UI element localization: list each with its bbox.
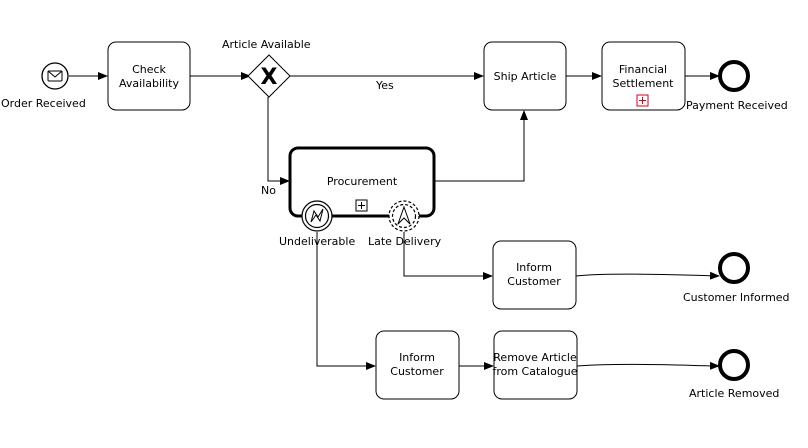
end-event-article-removed[interactable]: Article Removed bbox=[689, 349, 779, 400]
task-remove-article[interactable]: Remove Article from Catalogue bbox=[492, 330, 578, 400]
flow-remove-to-end[interactable] bbox=[576, 361, 720, 370]
sequence-flows bbox=[69, 72, 720, 370]
flow-label-yes: Yes bbox=[375, 79, 394, 92]
remove-label-2: from Catalogue bbox=[492, 365, 577, 378]
subprocess-procurement[interactable]: Procurement bbox=[288, 146, 436, 218]
task-check-label-2: Availability bbox=[119, 77, 179, 90]
late-delivery-label: Late Delivery bbox=[368, 235, 442, 248]
boundary-event-undeliverable[interactable]: Undeliverable bbox=[279, 200, 355, 248]
envelope-icon bbox=[47, 70, 63, 82]
task-inform-customer-undeliverable[interactable]: Inform Customer bbox=[375, 330, 460, 400]
task-inform-customer-late[interactable]: Inform Customer bbox=[492, 240, 577, 310]
flow-procurement-to-ship[interactable] bbox=[434, 110, 528, 182]
escalation-icon bbox=[397, 205, 411, 225]
procurement-label: Procurement bbox=[327, 175, 398, 188]
task-check-label-1: Check bbox=[132, 63, 166, 76]
gateway-article-available[interactable]: X Article Available bbox=[222, 38, 311, 98]
undeliverable-label: Undeliverable bbox=[279, 235, 355, 248]
task-financial-label-2: Settlement bbox=[613, 77, 675, 90]
end-customer-label: Customer Informed bbox=[683, 291, 790, 304]
start-event-order-received[interactable]: Order Received bbox=[1, 62, 86, 110]
expand-marker-icon[interactable] bbox=[355, 199, 368, 212]
gateway-label: Article Available bbox=[222, 38, 311, 51]
flow-gateway-to-procurement[interactable] bbox=[267, 97, 290, 185]
start-event-label: Order Received bbox=[1, 97, 86, 110]
task-check-availability[interactable]: Check Availability bbox=[107, 41, 191, 111]
inform-undeliv-label-2: Customer bbox=[390, 365, 444, 378]
flow-late-to-inform[interactable] bbox=[403, 232, 493, 280]
end-removed-label: Article Removed bbox=[689, 387, 779, 400]
gateway-x-marker: X bbox=[261, 65, 278, 90]
flow-label-no: No bbox=[261, 184, 276, 197]
error-icon bbox=[310, 208, 324, 223]
flow-undeliverable-to-inform[interactable] bbox=[316, 232, 376, 370]
end-payment-label: Payment Received bbox=[686, 99, 788, 112]
task-financial-label-1: Financial bbox=[619, 63, 667, 76]
task-ship-label: Ship Article bbox=[494, 70, 557, 83]
remove-label-1: Remove Article bbox=[493, 351, 577, 364]
inform-undeliv-label-1: Inform bbox=[399, 351, 435, 364]
flow-inform-to-end-customer[interactable] bbox=[575, 271, 720, 280]
inform-late-label-2: Customer bbox=[507, 275, 561, 288]
boundary-event-late-delivery[interactable]: Late Delivery bbox=[368, 200, 442, 248]
inform-late-label-1: Inform bbox=[516, 261, 552, 274]
task-financial-settlement[interactable]: Financial Settlement bbox=[601, 41, 686, 111]
end-event-payment-received[interactable]: Payment Received bbox=[686, 60, 788, 112]
end-event-customer-informed[interactable]: Customer Informed bbox=[683, 252, 790, 304]
expand-marker-icon[interactable] bbox=[636, 94, 649, 107]
task-ship-article[interactable]: Ship Article bbox=[483, 41, 567, 111]
